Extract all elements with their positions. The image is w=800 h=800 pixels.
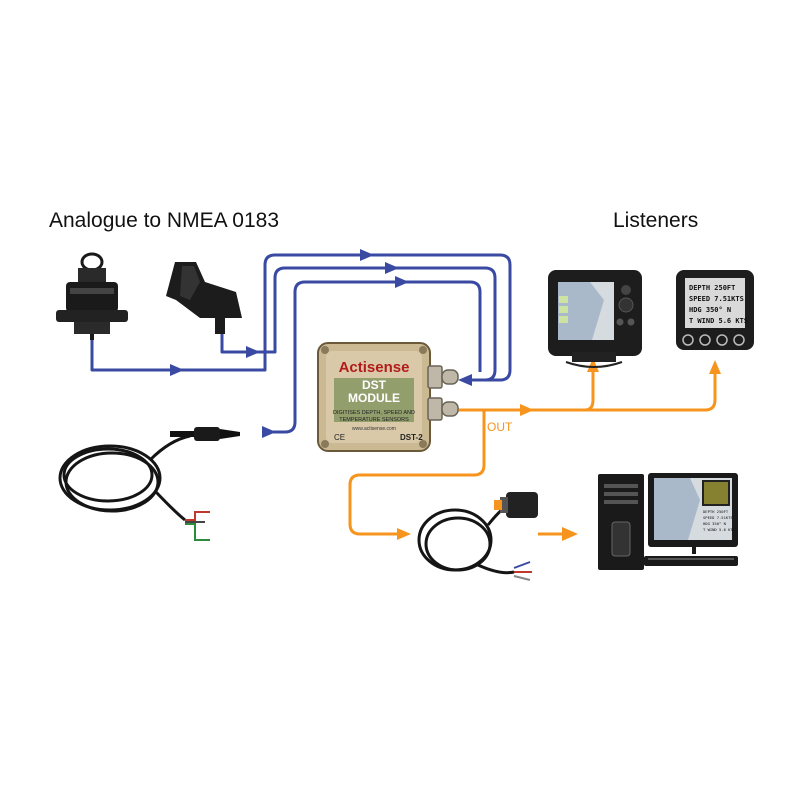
pc-line: SPEED 7.51KTS bbox=[703, 515, 733, 520]
input-heading: Analogue to NMEA 0183 bbox=[49, 209, 279, 232]
output-wire-main bbox=[455, 370, 717, 412]
listeners-heading: Listeners bbox=[613, 209, 699, 232]
through-hull-sensor-icon bbox=[56, 252, 128, 340]
input-wire-2 bbox=[220, 266, 497, 382]
pc-line: DEPTH 250FT bbox=[703, 509, 729, 514]
arrow-right-icon bbox=[170, 364, 184, 376]
output-wire-display bbox=[584, 368, 595, 412]
computer-icon bbox=[598, 473, 738, 570]
chart-plotter-display-icon bbox=[548, 270, 642, 368]
module-desc-line2: TEMPERATURE SENSORS bbox=[339, 417, 409, 423]
arrow-up-icon bbox=[587, 358, 599, 372]
module-website: www.actisense.com bbox=[352, 426, 396, 432]
input-wire-3 bbox=[270, 280, 482, 434]
arrow-right-icon bbox=[395, 276, 409, 288]
instrument-line: DEPTH 250FT bbox=[689, 284, 735, 292]
module-model: DST-2 bbox=[400, 433, 423, 442]
arrow-right-icon bbox=[385, 262, 399, 274]
pc-readout: DEPTH 250FT SPEED 7.51KTS HDG 350° N T W… bbox=[703, 509, 736, 532]
arrow-right-icon bbox=[262, 426, 276, 438]
input-wire-1 bbox=[90, 253, 512, 382]
instrument-line: SPEED 7.51KTS bbox=[689, 295, 744, 303]
module-ce-mark: CE bbox=[334, 433, 345, 442]
dst-module: Actisense DST MODULE DIGITISES DEPTH, SP… bbox=[317, 342, 459, 452]
module-name-line2: MODULE bbox=[348, 391, 400, 405]
coiled-cable-icon bbox=[58, 434, 191, 522]
input-arrows bbox=[170, 249, 472, 438]
module-brand: Actisense bbox=[339, 359, 410, 376]
instrument-line: HDG 350° N bbox=[689, 306, 731, 314]
instrument-line: T WIND 5.6 KTS bbox=[689, 317, 748, 325]
arrow-up-icon bbox=[709, 360, 721, 374]
output-arrows bbox=[397, 358, 721, 541]
cable-glands bbox=[427, 365, 459, 421]
arrow-right-icon bbox=[360, 249, 374, 261]
pc-line: HDG 350° N bbox=[703, 521, 727, 526]
arrow-left-icon bbox=[458, 374, 472, 386]
instrument-display-icon bbox=[676, 270, 754, 350]
arrow-right-icon bbox=[397, 528, 411, 540]
output-wire-pc bbox=[348, 410, 486, 536]
arrow-right-icon bbox=[562, 527, 578, 541]
transom-sensor-icon bbox=[166, 262, 242, 334]
out-label: OUT bbox=[487, 420, 513, 434]
arrow-right-icon bbox=[520, 404, 534, 416]
output-wires bbox=[348, 368, 717, 536]
arrow-right-icon bbox=[246, 346, 260, 358]
input-wires bbox=[90, 253, 512, 434]
cable-connector-icon bbox=[170, 427, 240, 441]
module-name-line1: DST bbox=[362, 378, 387, 392]
instrument-readout: DEPTH 250FT SPEED 7.51KTS HDG 350° N T W… bbox=[689, 284, 748, 325]
module-desc-line1: DIGITISES DEPTH, SPEED AND bbox=[333, 410, 415, 416]
cable-wire-ends-icon bbox=[185, 511, 210, 541]
pc-line: T WIND 5.6 KTS bbox=[703, 527, 736, 532]
pc-cable-icon bbox=[417, 492, 538, 581]
